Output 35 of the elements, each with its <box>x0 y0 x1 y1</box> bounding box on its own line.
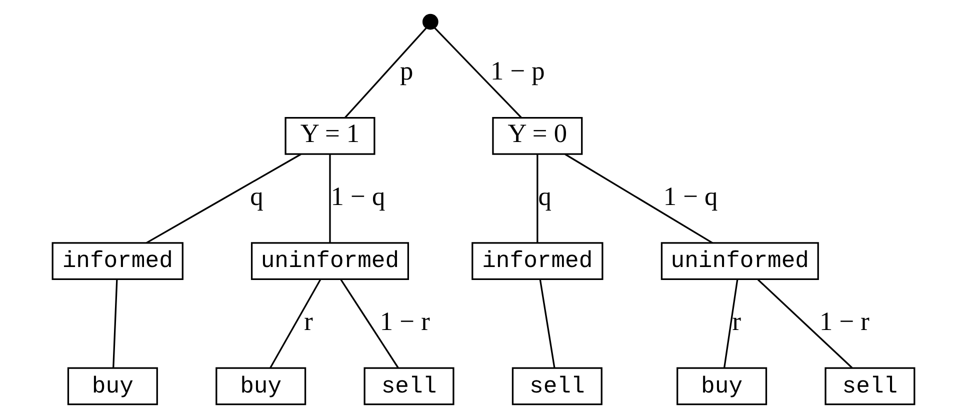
node-box: buy <box>676 367 767 406</box>
connector <box>564 154 712 244</box>
connector <box>269 279 321 368</box>
node-box: sell <box>824 367 915 406</box>
edge-label: r <box>304 306 312 336</box>
node-box: buy <box>66 367 158 406</box>
node-circle <box>422 14 438 30</box>
connector <box>145 154 301 244</box>
connector <box>756 279 852 368</box>
connector <box>112 280 118 368</box>
edge-label: 1 − q <box>330 182 385 211</box>
connector <box>340 279 398 368</box>
connector <box>722 280 738 368</box>
connector <box>328 154 330 243</box>
node-box: informed <box>51 242 183 280</box>
edge-label: q <box>250 182 263 211</box>
connector <box>344 28 426 118</box>
edge-label: 1 − q <box>662 182 718 211</box>
edge-label: 1 − p <box>490 56 544 86</box>
node-box: Y = 1 <box>284 117 375 155</box>
node-box: sell <box>363 367 454 406</box>
connector <box>538 280 555 368</box>
node-box: uninformed <box>250 242 408 280</box>
connector <box>536 154 538 243</box>
node-box: buy <box>215 367 306 406</box>
edge-label: q <box>538 182 551 211</box>
edge-label: p <box>399 56 413 86</box>
edge-label: r <box>732 306 741 336</box>
node-box: sell <box>511 367 602 406</box>
node-box: Y = 0 <box>492 117 582 155</box>
node-box: informed <box>471 242 603 280</box>
node-box: uninformed <box>660 242 818 280</box>
edge-label: 1 − r <box>379 306 430 336</box>
connector <box>433 27 522 118</box>
edge-label: 1 − r <box>818 306 869 336</box>
